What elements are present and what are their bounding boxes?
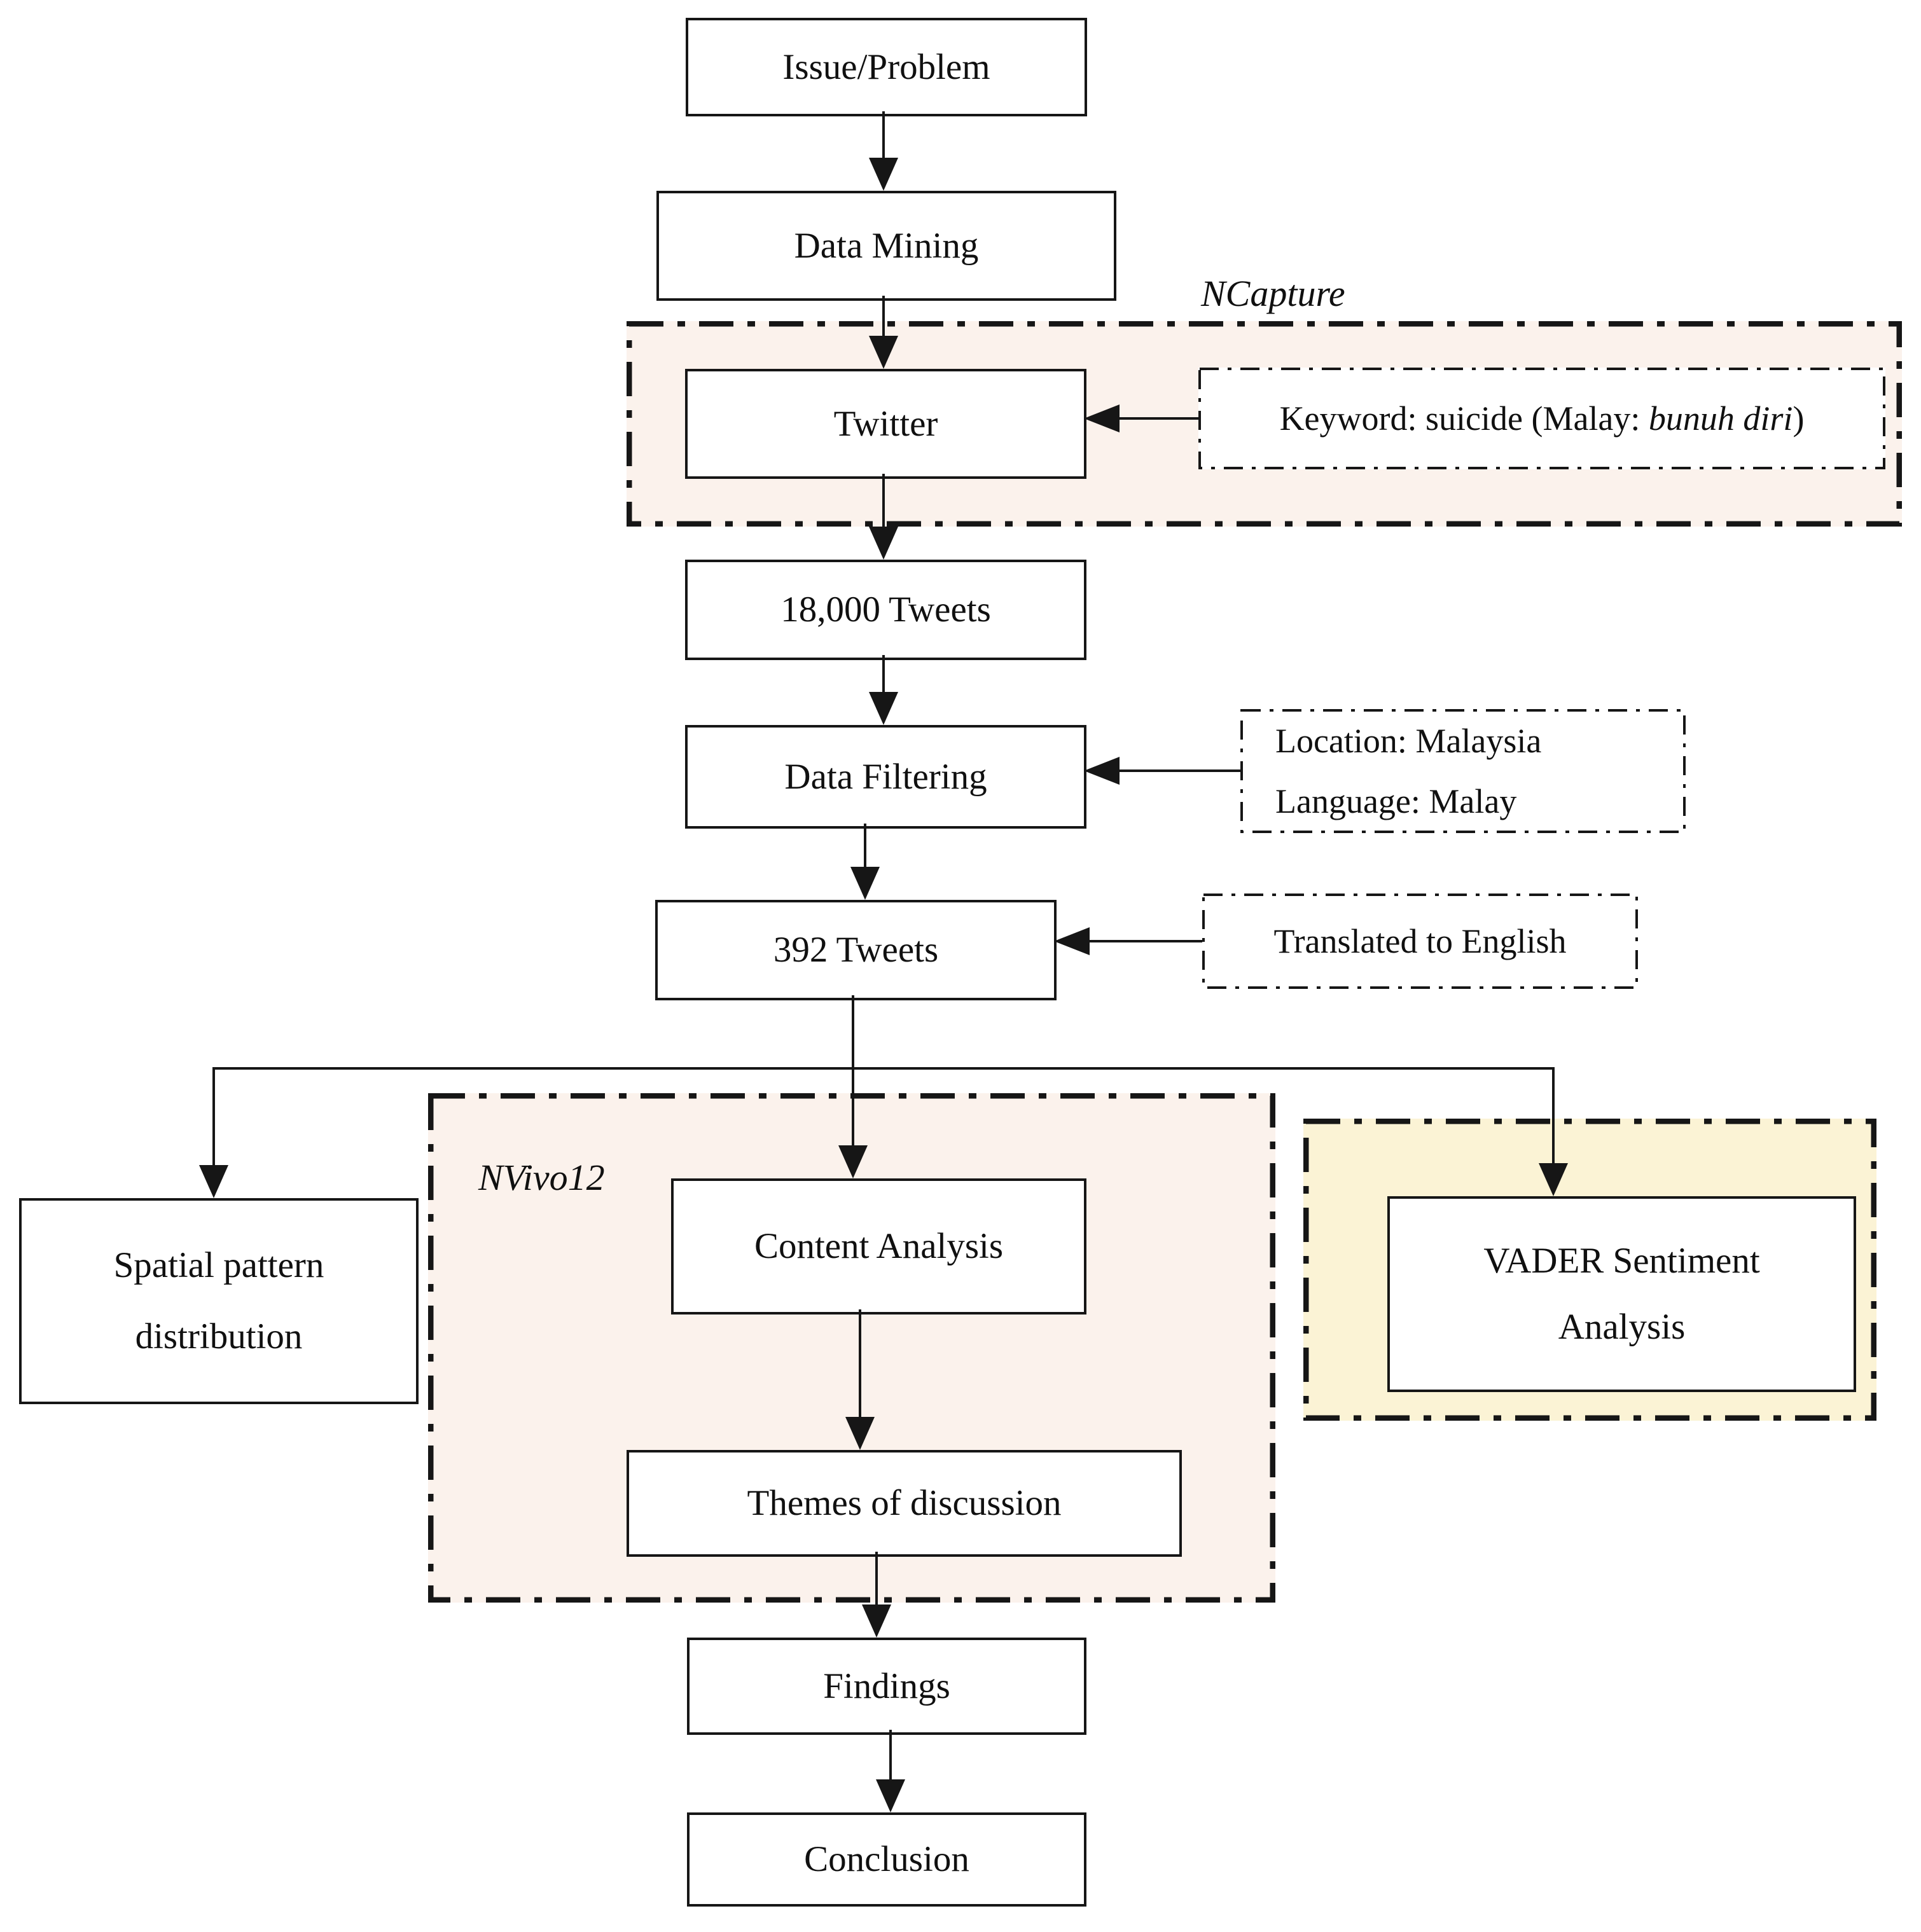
arrowhead-twitter-to-18000 <box>869 527 898 560</box>
node-data-filtering: Data Filtering <box>685 725 1086 829</box>
node-vader-line2: Analysis <box>1558 1307 1686 1347</box>
node-data-mining-label: Data Mining <box>794 225 979 266</box>
node-18000-tweets-label: 18,000 Tweets <box>780 590 991 630</box>
node-data-filtering-label: Data Filtering <box>784 756 987 797</box>
location-line2: Language: Malay <box>1275 782 1517 820</box>
arrow-location-to-filtering <box>1117 769 1240 772</box>
annotation-location-border <box>1240 709 1686 833</box>
node-spatial-line1: Spatial pattern <box>113 1245 324 1286</box>
arrow-translated-to-392 <box>1087 940 1202 942</box>
arrowhead-translated-to-392 <box>1054 927 1090 955</box>
node-vader-line1: VADER Sentiment <box>1483 1241 1760 1281</box>
annotation-keyword: Keyword: suicide (Malay: bunuh diri) <box>1198 368 1885 469</box>
arrow-issue-to-mining <box>882 111 885 160</box>
keyword-italic: bunuh diri <box>1648 399 1793 438</box>
ncapture-group-label: NCapture <box>1201 273 1345 314</box>
node-findings: Findings <box>687 1638 1086 1735</box>
keyword-suffix: ) <box>1793 399 1805 438</box>
node-18000-tweets: 18,000 Tweets <box>685 560 1086 660</box>
node-data-mining: Data Mining <box>656 191 1116 301</box>
vader-group-border <box>1303 1119 1876 1421</box>
annotation-translated: Translated to English <box>1202 894 1638 989</box>
node-findings-label: Findings <box>823 1666 950 1706</box>
keyword-prefix: Keyword: suicide (Malay: <box>1279 399 1649 438</box>
annotation-location-text: Location: Malaysia Language: Malay <box>1240 711 1560 831</box>
branch-line <box>212 1067 1555 1070</box>
arrow-filtering-to-392 <box>864 824 866 869</box>
node-conclusion: Conclusion <box>687 1812 1086 1907</box>
arrowhead-branch-to-spatial <box>199 1165 228 1198</box>
node-conclusion-label: Conclusion <box>804 1839 969 1880</box>
arrowhead-content-to-themes <box>845 1417 875 1450</box>
arrow-keyword-to-twitter <box>1117 417 1198 420</box>
arrowhead-filtering-to-392 <box>850 867 880 900</box>
annotation-translated-text: Translated to English <box>1273 921 1567 960</box>
arrowhead-themes-to-findings <box>862 1604 891 1638</box>
annotation-translated-border <box>1202 894 1638 989</box>
arrow-findings-to-conclusion <box>889 1730 892 1782</box>
ncapture-group-border <box>627 321 1902 527</box>
annotation-keyword-text: Keyword: suicide (Malay: bunuh diri) <box>1261 389 1824 449</box>
arrowhead-branch-to-vader <box>1539 1163 1568 1196</box>
node-themes-discussion: Themes of discussion <box>627 1450 1182 1557</box>
node-twitter-label: Twitter <box>833 403 938 444</box>
node-392-tweets: 392 Tweets <box>655 900 1057 1000</box>
arrowhead-issue-to-mining <box>869 158 898 191</box>
node-issue-problem-label: Issue/Problem <box>782 46 990 87</box>
arrow-themes-to-findings <box>875 1552 878 1607</box>
arrow-content-to-themes <box>859 1309 861 1419</box>
arrowhead-location-to-filtering <box>1084 757 1120 785</box>
arrowhead-findings-to-conclusion <box>876 1779 905 1812</box>
annotation-keyword-border <box>1198 368 1885 469</box>
node-392-tweets-label: 392 Tweets <box>773 930 939 970</box>
node-issue-problem: Issue/Problem <box>686 18 1087 116</box>
node-twitter: Twitter <box>685 369 1086 479</box>
annotation-location: Location: Malaysia Language: Malay <box>1240 709 1686 833</box>
node-themes-discussion-label: Themes of discussion <box>747 1483 1062 1524</box>
arrowhead-mining-to-twitter <box>869 336 898 369</box>
node-spatial-pattern: Spatial pattern distribution <box>19 1198 419 1404</box>
node-vader-sentiment: VADER Sentiment Analysis <box>1387 1196 1856 1392</box>
node-content-analysis: Content Analysis <box>671 1178 1086 1314</box>
arrow-branch-to-spatial <box>212 1067 215 1168</box>
arrowhead-392-to-content <box>838 1145 868 1178</box>
arrowhead-18000-to-filtering <box>869 692 898 725</box>
arrow-392-to-content <box>852 995 854 1148</box>
arrow-18000-to-filtering <box>882 655 885 694</box>
node-content-analysis-label: Content Analysis <box>754 1226 1004 1267</box>
location-line1: Location: Malaysia <box>1275 722 1542 760</box>
arrowhead-keyword-to-twitter <box>1084 404 1120 432</box>
node-spatial-line2: distribution <box>135 1316 303 1356</box>
nvivo-group-label: NVivo12 <box>478 1157 605 1198</box>
arrow-mining-to-twitter <box>882 296 885 338</box>
arrow-twitter-to-18000 <box>882 474 885 529</box>
arrow-branch-to-vader <box>1552 1067 1555 1166</box>
